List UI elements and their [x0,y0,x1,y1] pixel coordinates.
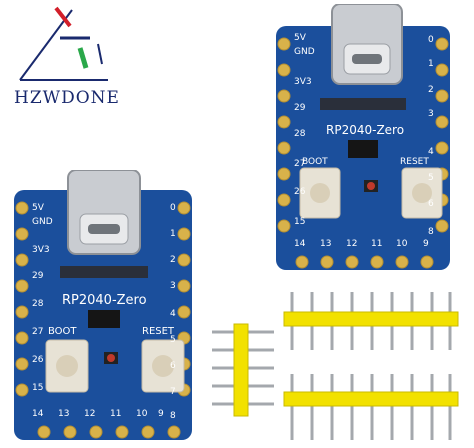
front-right-pin: 5 [170,335,176,345]
back-right-pin: 5 [428,173,434,183]
back-left-pin: GND [294,47,315,57]
back-right-pin: 2 [428,85,434,95]
back-bottom-pin: 9 [423,239,429,249]
front-right-pin: 3 [170,281,176,291]
front-bottom-pin: 13 [58,409,69,419]
back-bottom-pin: 12 [346,239,357,249]
back-right-pin: 1 [428,59,434,69]
front-bottom-pin: 9 [158,409,164,419]
front-right-pin: 4 [170,309,176,319]
brand-name: HZWDONE [14,88,120,108]
back-right-pin: 0 [428,35,434,45]
front-right-pin: 7 [170,387,176,397]
front-boot-label: BOOT [48,326,77,337]
pin-header-long-bottom [283,374,459,440]
front-left-pin: 14 [32,409,44,419]
back-bottom-pin: 11 [371,239,382,249]
front-right-pin: 6 [170,361,176,371]
front-left-pin: 3V3 [32,245,50,255]
front-right-pin: 0 [170,203,176,213]
front-left-pin: 15 [32,383,43,393]
front-bottom-pin: 12 [84,409,95,419]
front-left-pin: 27 [32,327,43,337]
back-bottom-pin: 13 [320,239,331,249]
rp2040-board-back: RP2040-Zero BOOT RESET 5V GND 3V3 29 28 … [276,4,450,270]
front-bottom-pin: 11 [110,409,121,419]
front-right-pin: 2 [170,255,176,265]
back-bottom-pin: 14 [294,239,306,249]
front-bottom-pin: 10 [136,409,148,419]
front-left-pin: 26 [32,355,44,365]
front-reset-label: RESET [142,326,175,337]
back-right-pin: 4 [428,147,434,157]
back-boot-label: BOOT [302,157,328,167]
back-left-pin: 3V3 [294,77,312,87]
front-right-pin: 1 [170,229,176,239]
back-left-pin: 29 [294,103,306,113]
back-left-pin: 5V [294,33,307,43]
back-reset-label: RESET [400,157,429,167]
front-left-pin: 5V [32,203,45,213]
back-left-pin: 15 [294,217,305,227]
front-left-pin: 28 [32,299,44,309]
back-left-pin: 27 [294,159,305,169]
rp2040-board-front: RP2040-Zero BOOT RESET 5V GND 3V3 29 28 … [14,170,192,440]
back-right-pin: 3 [428,109,434,119]
back-model-label: RP2040-Zero [326,123,404,137]
back-right-pin: 8 [428,227,434,237]
front-right-pin: 8 [170,411,176,421]
back-left-pin: 28 [294,129,306,139]
back-left-pin: 26 [294,187,306,197]
front-left-pin: 29 [32,271,44,281]
back-bottom-pin: 10 [396,239,408,249]
pin-header-short [212,323,274,417]
front-left-pin: GND [32,217,53,227]
pin-header-long-top [283,292,459,350]
brand-logo [12,4,112,88]
front-model-label: RP2040-Zero [62,293,147,308]
back-right-pin: 6 [428,199,434,209]
